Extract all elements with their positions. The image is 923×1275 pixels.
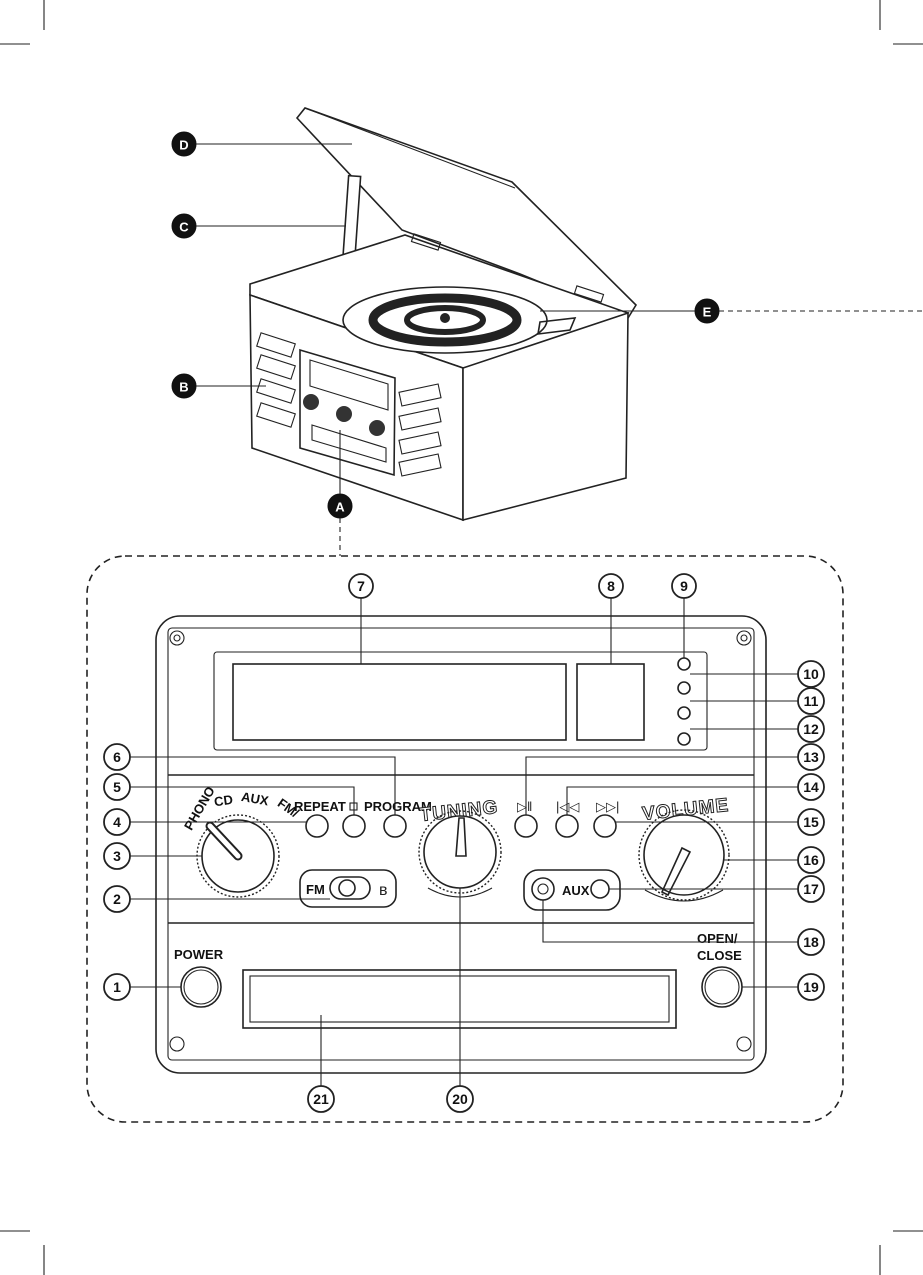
label-a: A	[328, 494, 352, 518]
callout-8: 8	[599, 574, 623, 598]
callout-21: 21	[308, 1086, 334, 1112]
callout-11: 11	[798, 688, 824, 714]
callout-18: 18	[798, 929, 824, 955]
callout-20: 20	[447, 1086, 473, 1112]
svg-text:18: 18	[803, 934, 819, 950]
svg-text:3: 3	[113, 848, 121, 864]
label-c: C	[172, 214, 196, 238]
svg-text:10: 10	[803, 666, 819, 682]
callout-2: 2	[104, 886, 130, 912]
svg-text:12: 12	[803, 721, 819, 737]
svg-text:16: 16	[803, 852, 819, 868]
label-d: D	[172, 132, 196, 156]
svg-text:11: 11	[804, 693, 819, 709]
callout-3: 3	[104, 843, 130, 869]
callout-16: 16	[798, 847, 824, 873]
skip-forward-icon: ▷▷|	[596, 799, 619, 814]
callout-17: 17	[798, 876, 824, 902]
svg-text:4: 4	[113, 814, 121, 830]
svg-text:8: 8	[607, 578, 615, 594]
svg-text:9: 9	[680, 578, 688, 594]
svg-text:C: C	[179, 220, 189, 235]
svg-text:D: D	[179, 138, 188, 153]
svg-text:2: 2	[113, 891, 121, 907]
callout-4: 4	[104, 809, 130, 835]
close-label: CLOSE	[697, 948, 742, 963]
turntable-unit-illustration	[250, 108, 636, 520]
callout-7: 7	[349, 574, 373, 598]
repeat-label: REPEAT	[294, 799, 346, 814]
power-label: POWER	[174, 947, 224, 962]
callout-6: 6	[104, 744, 130, 770]
open-label: OPEN/	[697, 931, 738, 946]
callout-10: 10	[798, 661, 824, 687]
callout-12: 12	[798, 716, 824, 742]
svg-text:15: 15	[803, 814, 819, 830]
svg-text:5: 5	[113, 779, 121, 795]
svg-text:14: 14	[803, 779, 819, 795]
source-selector-knob[interactable]	[197, 815, 279, 897]
play-pause-icon: ▷‖	[517, 799, 532, 814]
svg-text:17: 17	[803, 881, 819, 897]
label-b: B	[172, 374, 196, 398]
svg-text:20: 20	[452, 1091, 468, 1107]
source-label-cd: CD	[213, 792, 234, 809]
svg-text:13: 13	[803, 749, 819, 765]
callout-9: 9	[672, 574, 696, 598]
svg-text:A: A	[335, 500, 345, 515]
skip-back-icon: |◁◁	[556, 799, 579, 814]
aux-label: AUX	[562, 883, 590, 898]
svg-text:6: 6	[113, 749, 121, 765]
callout-13: 13	[798, 744, 824, 770]
svg-text:E: E	[703, 305, 712, 320]
svg-text:19: 19	[803, 979, 819, 995]
svg-text:B: B	[179, 380, 188, 395]
svg-text:21: 21	[313, 1091, 329, 1107]
callout-19: 19	[798, 974, 824, 1000]
bluetooth-icon: ʙ	[379, 882, 388, 899]
callout-5: 5	[104, 774, 130, 800]
label-e: E	[695, 299, 719, 323]
callout-15: 15	[798, 809, 824, 835]
svg-text:7: 7	[357, 578, 365, 594]
svg-text:1: 1	[113, 979, 121, 995]
callout-1: 1	[104, 974, 130, 1000]
fm-label: FM	[306, 882, 325, 897]
callout-14: 14	[798, 774, 824, 800]
